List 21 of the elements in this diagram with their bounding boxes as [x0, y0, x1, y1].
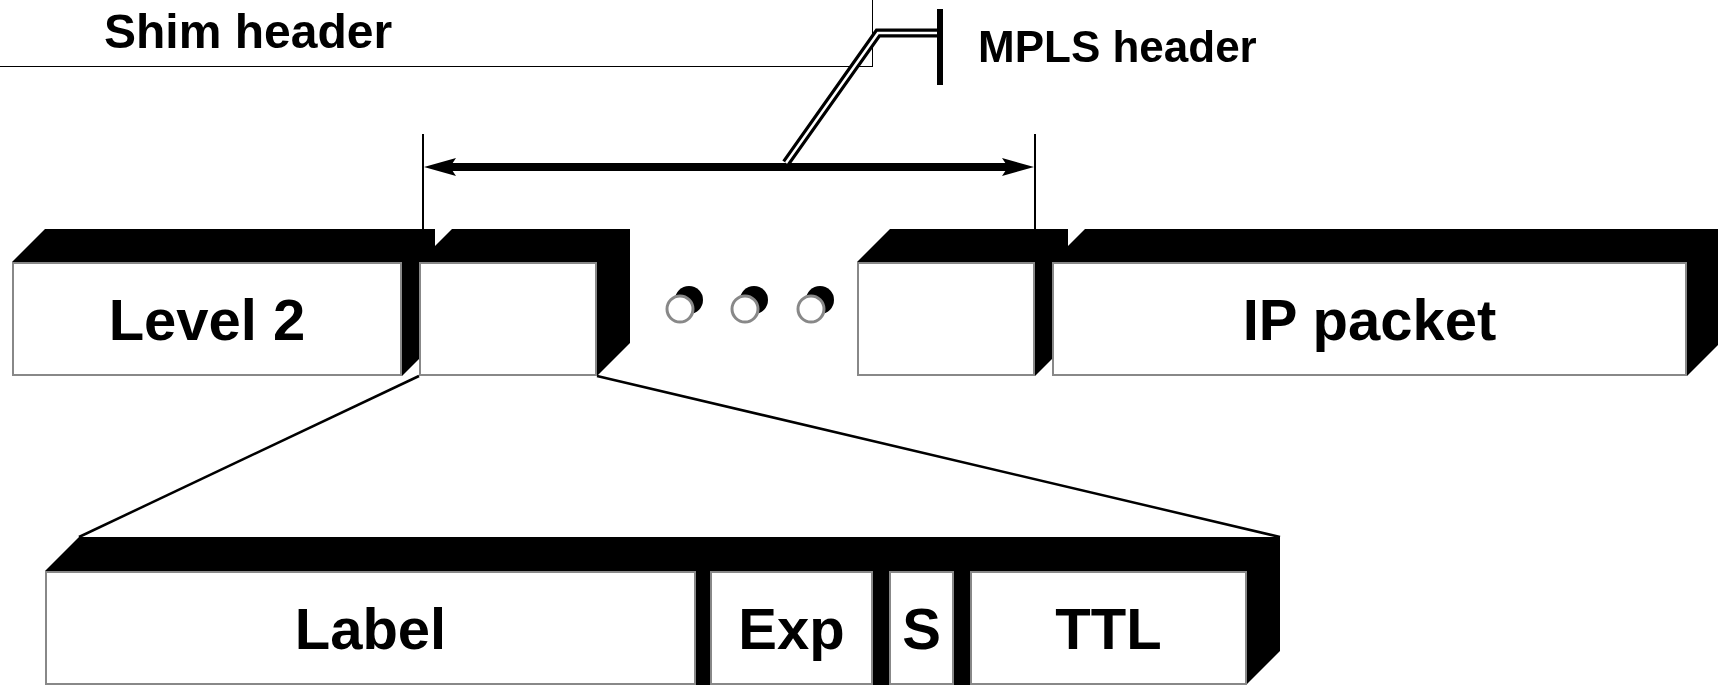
field-name: Label — [294, 594, 447, 662]
label-entry-box — [857, 262, 1035, 376]
label-entry-box — [419, 262, 597, 376]
packet-field — [1052, 262, 1687, 376]
field-name: IP packet — [1242, 285, 1497, 353]
field-name: MPLS header — [978, 22, 1257, 72]
header-field — [889, 571, 954, 685]
zoom-line — [78, 374, 420, 539]
header-field — [970, 571, 1247, 685]
leader-line — [782, 28, 937, 166]
heading-box — [0, 0, 873, 67]
field-name: S — [902, 594, 941, 662]
field-name: TTL — [1055, 594, 1162, 662]
field-name: Level 2 — [108, 285, 306, 353]
heading-text: Shim header — [104, 4, 393, 59]
header-field — [45, 571, 696, 685]
shim-entry-block — [45, 537, 1280, 685]
field-name: Exp — [738, 594, 845, 662]
packet-field — [12, 262, 402, 376]
zoom-line — [596, 374, 1281, 539]
header-field — [710, 571, 873, 685]
